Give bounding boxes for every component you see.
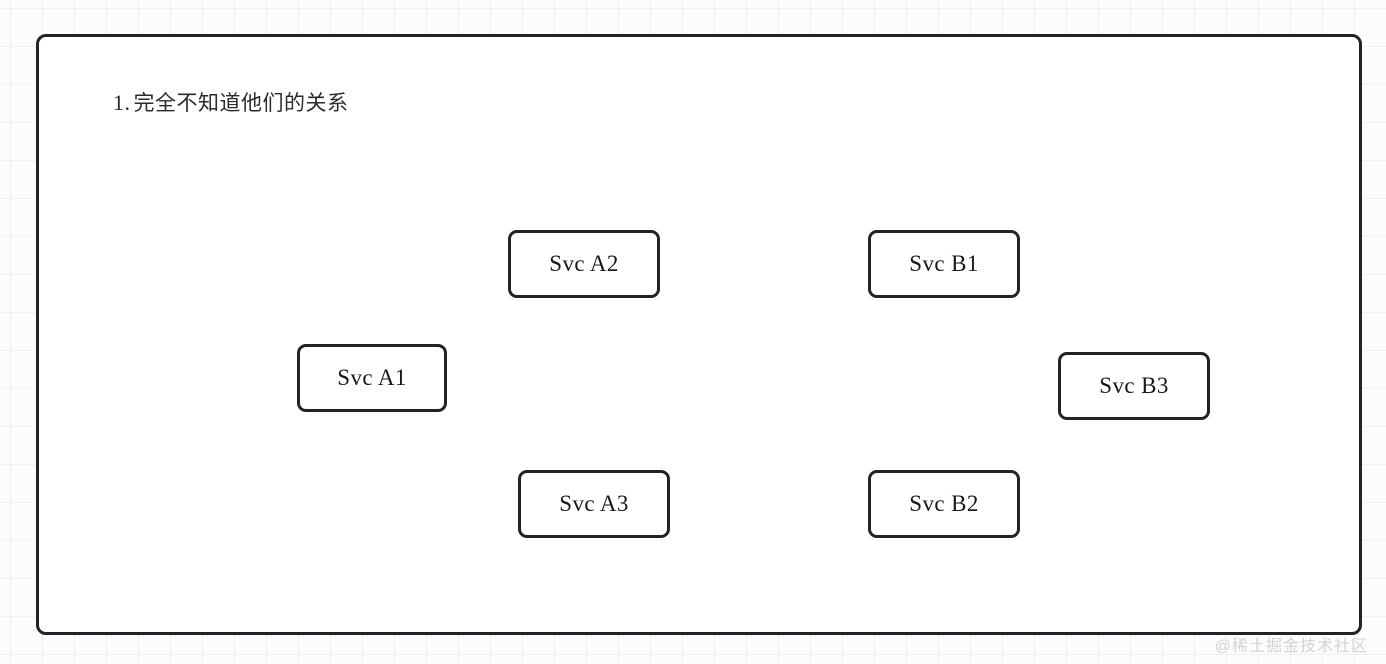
node-svc-b1-label: Svc B1 bbox=[909, 251, 979, 276]
node-svc-a1-label: Svc A1 bbox=[337, 365, 407, 390]
node-svc-b3[interactable]: Svc B3 bbox=[1058, 352, 1210, 420]
page-title: 1.完全不知道他们的关系 bbox=[113, 88, 349, 119]
title-ordinal: 1. bbox=[113, 90, 131, 115]
node-svc-b1[interactable]: Svc B1 bbox=[868, 230, 1020, 298]
node-svc-b3-label: Svc B3 bbox=[1099, 373, 1169, 398]
node-svc-b2-label: Svc B2 bbox=[909, 491, 979, 516]
node-svc-b2[interactable]: Svc B2 bbox=[868, 470, 1020, 538]
node-svc-a1[interactable]: Svc A1 bbox=[297, 344, 447, 412]
node-svc-a3[interactable]: Svc A3 bbox=[518, 470, 670, 538]
diagram-panel: 1.完全不知道他们的关系 Svc A2 Svc B1 Svc A1 Svc B3… bbox=[36, 34, 1362, 635]
node-svc-a3-label: Svc A3 bbox=[559, 491, 629, 516]
title-text: 完全不知道他们的关系 bbox=[133, 92, 349, 115]
node-svc-a2-label: Svc A2 bbox=[549, 251, 619, 276]
node-svc-a2[interactable]: Svc A2 bbox=[508, 230, 660, 298]
